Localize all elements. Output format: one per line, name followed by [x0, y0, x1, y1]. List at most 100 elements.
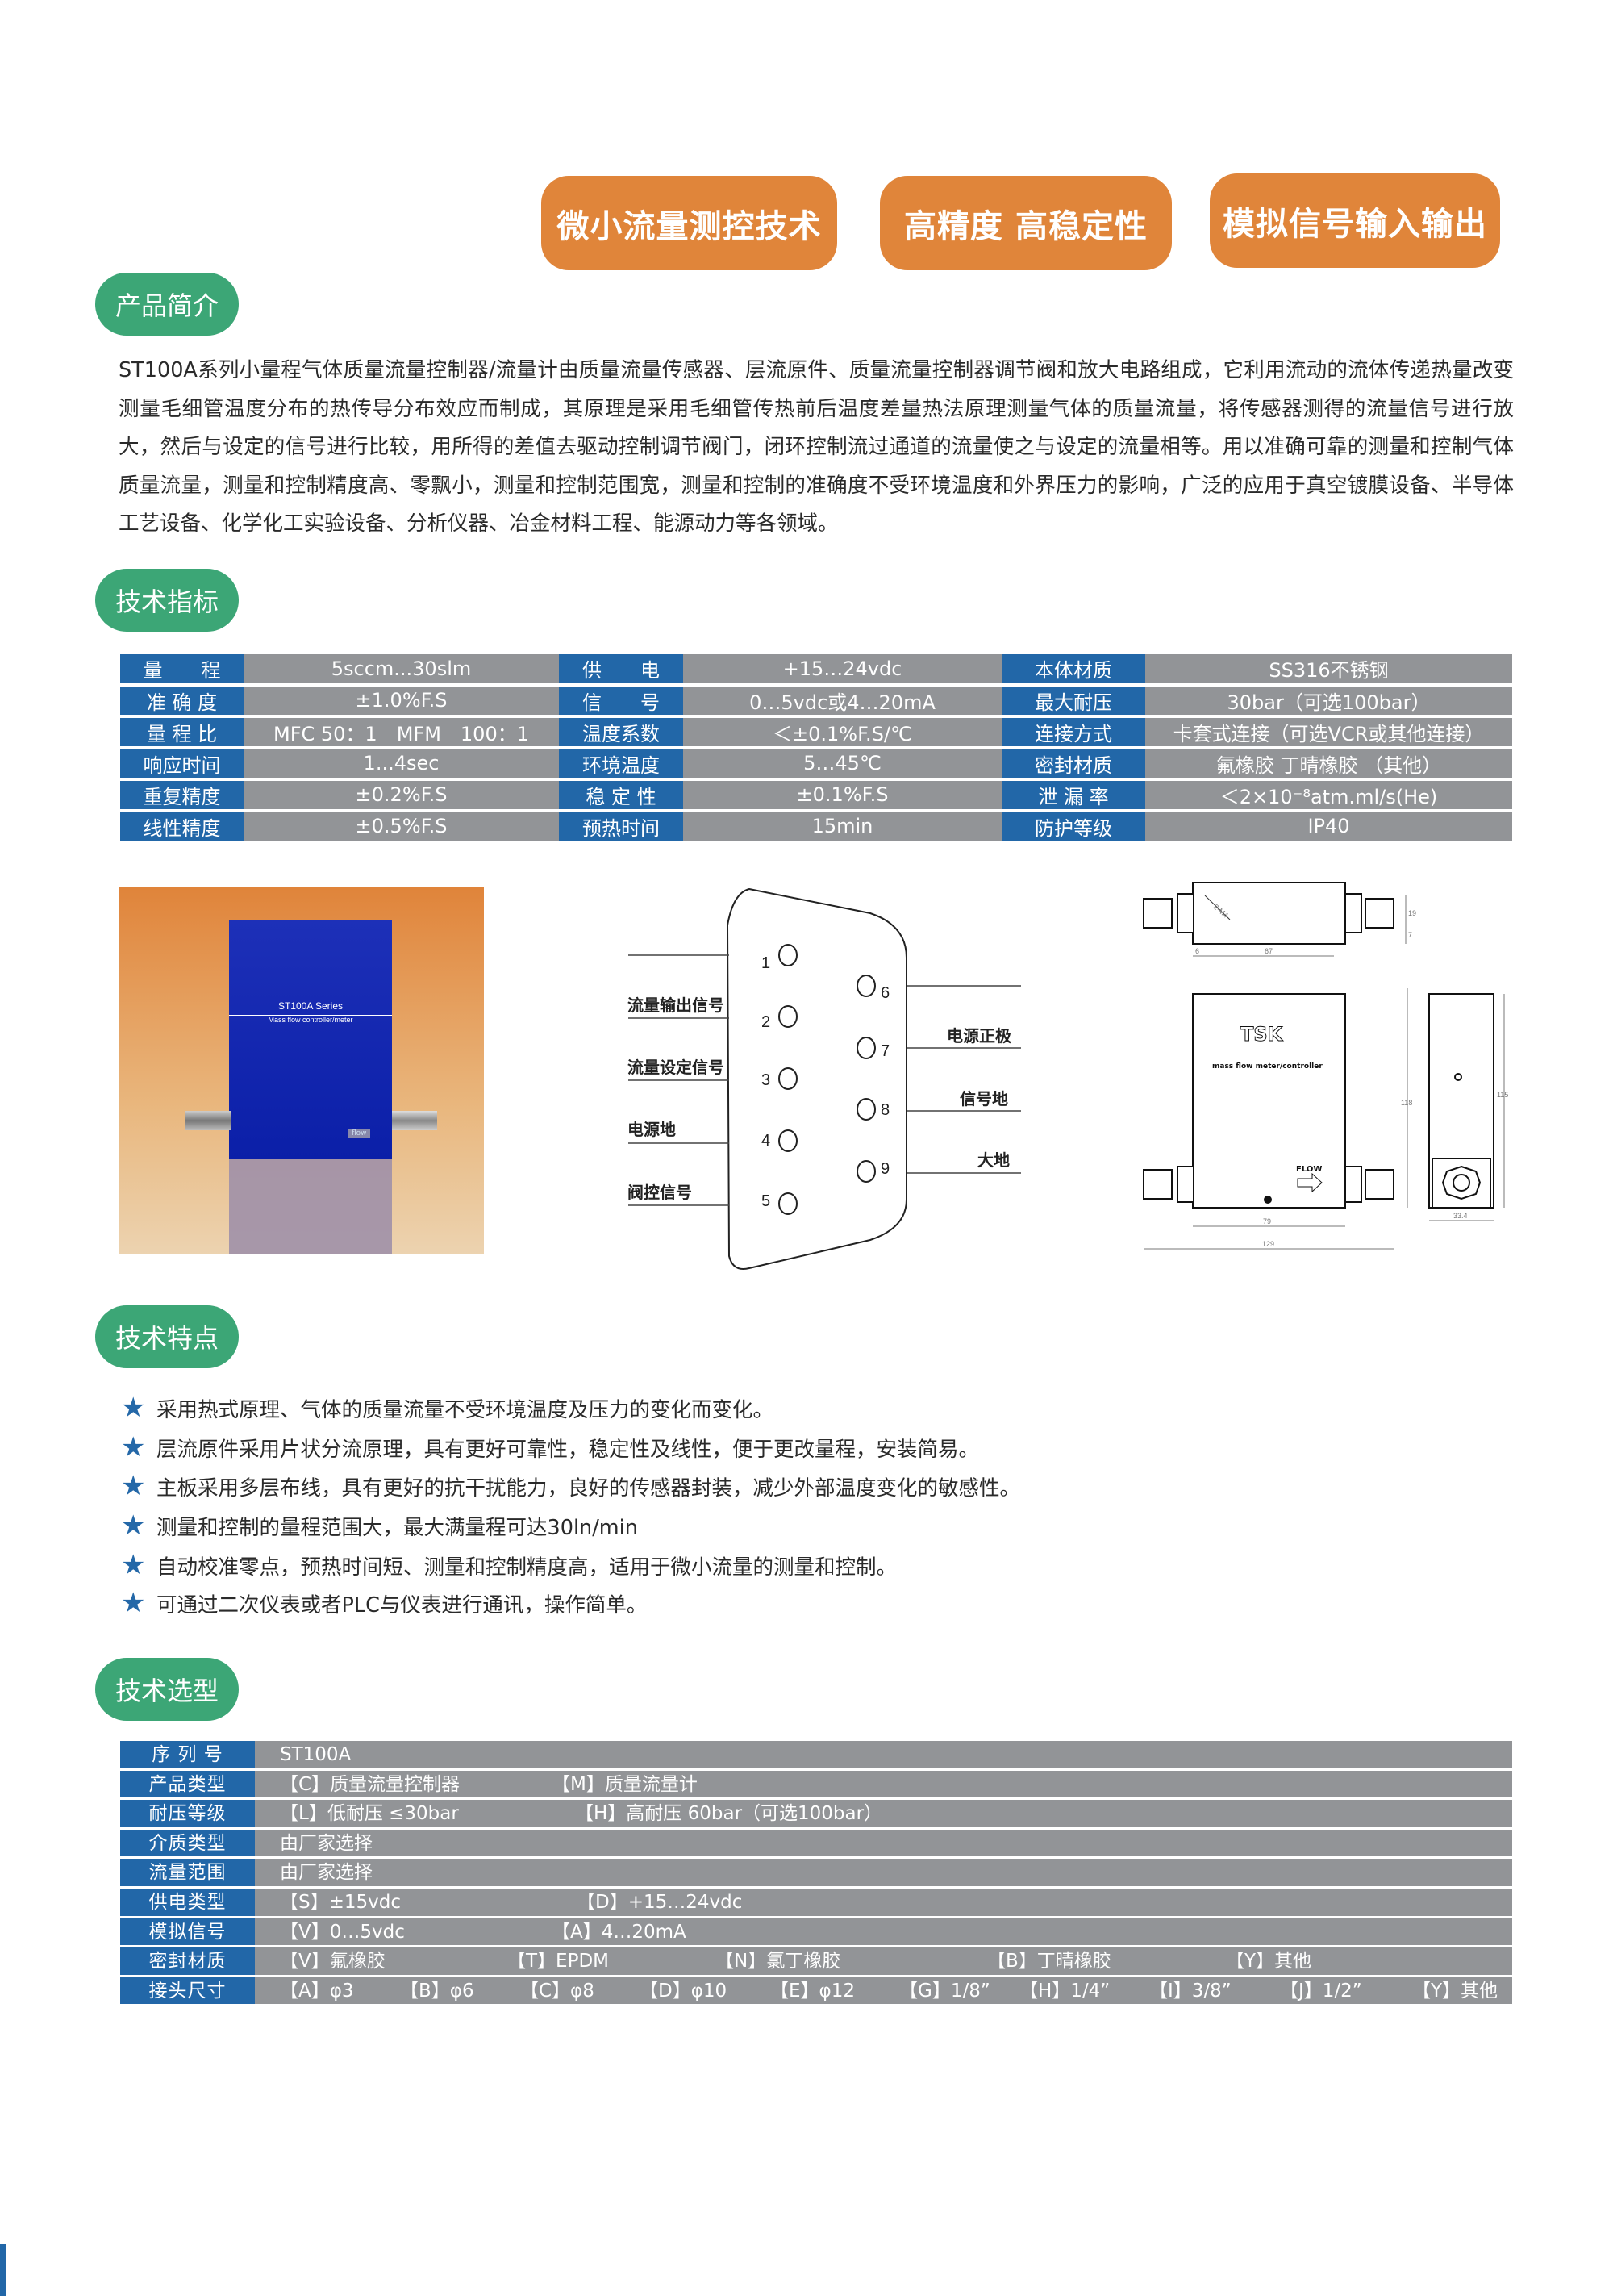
feature-text: 测量和控制的量程范围大，最大满量程可达30ln/min	[156, 1515, 638, 1540]
pin-label: 信号地	[960, 1089, 1008, 1108]
selection-option: ST100A	[280, 1744, 352, 1765]
pin-leads	[628, 954, 1021, 1206]
product-body	[229, 920, 392, 1159]
spec-value: 5sccm...30slm	[244, 654, 559, 687]
star-icon: ★	[121, 1431, 146, 1463]
spec-value: 氟橡胶 丁晴橡胶 （其他）	[1145, 747, 1512, 781]
selection-label: 密封材质	[120, 1947, 255, 1975]
dim-label: 67	[1265, 947, 1273, 955]
selection-label: 接头尺寸	[120, 1977, 255, 2005]
product-photo: ST100A Series Mass flow controller/meter…	[119, 887, 484, 1254]
fitting-left	[185, 1111, 231, 1130]
pin-label: 流量设定信号	[627, 1058, 724, 1077]
fitting-right	[392, 1111, 437, 1130]
star-icon: ★	[121, 1509, 146, 1542]
selection-option: 【D】φ10	[640, 1980, 727, 2002]
pin-label: 大地	[977, 1150, 1010, 1170]
feature-item: ★可通过二次仪表或者PLC与仪表进行通讯，操作简单。	[121, 1587, 647, 1619]
selection-option: 【D】+15…24vdc	[577, 1891, 743, 1913]
feature-item: ★ 测量和控制的量程范围大，最大满量程可达30ln/min	[121, 1509, 638, 1542]
selection-option: 【H】高耐压 60bar（可选100bar）	[575, 1803, 883, 1825]
feature-item: ★主板采用多层布线，具有更好的抗干扰能力，良好的传感器封装，减少外部温度变化的敏…	[121, 1470, 1020, 1502]
spec-value: ±0.5%F.S	[244, 810, 559, 844]
flow-arrow-icon	[1297, 1172, 1323, 1193]
spec-label: 准 确 度	[120, 684, 244, 718]
star-icon: ★	[121, 1392, 146, 1424]
spec-label: 环境温度	[559, 747, 683, 781]
drawing-flow-label: FLOW	[1296, 1165, 1322, 1174]
selection-row: 流量范围由厂家选择	[120, 1859, 1512, 1889]
selection-option: 【A】4…20mA	[552, 1921, 686, 1943]
selection-label: 供电类型	[120, 1888, 255, 1916]
star-icon: ★	[121, 1470, 146, 1502]
dimension-drawing: 2-M4 6 67 19 7 118 115 79 129 33.4 TSK m…	[1143, 882, 1508, 1250]
drawing-subtitle: mass flow meter/controller	[1212, 1062, 1323, 1071]
selection-option: 【J】1/2”	[1280, 1980, 1362, 2002]
selection-option: 【C】φ8	[520, 1980, 594, 2002]
selection-option: 【V】0…5vdc	[280, 1921, 405, 1943]
dim-label: 118	[1401, 1099, 1412, 1107]
selection-option: 【I】3/8”	[1149, 1980, 1232, 2002]
star-icon: ★	[121, 1549, 146, 1581]
spec-label: 本体材质	[1002, 654, 1145, 687]
selection-option: 【G】1/8”	[899, 1980, 990, 2002]
dim-label: 129	[1262, 1240, 1274, 1248]
pin-number: 6	[881, 984, 890, 1002]
photo-subtitle: Mass flow controller/meter	[229, 1015, 392, 1024]
pin-number: 5	[761, 1192, 770, 1210]
selection-option: 【Y】其他	[1412, 1980, 1498, 2002]
feature-item: ★ 自动校准零点，预热时间短、测量和控制精度高，适用于微小流量的测量和控制。	[121, 1549, 897, 1581]
selection-option: 【T】EPDM	[507, 1951, 610, 1972]
selection-option: 【B】φ6	[400, 1980, 474, 2002]
spec-value: ±0.2%F.S	[244, 779, 559, 812]
spec-value: IP40	[1145, 810, 1512, 844]
dim-label: 79	[1263, 1217, 1271, 1225]
pin-number: 8	[881, 1101, 890, 1119]
pin-holes	[778, 944, 876, 1215]
spec-label: 连接方式	[1002, 716, 1145, 749]
top-view-body	[1192, 882, 1346, 945]
pin-label: 电源正极	[947, 1026, 1012, 1046]
selection-row: 产品类型【C】质量流量控制器【M】质量流量计	[120, 1770, 1512, 1801]
selection-option: 【V】氟橡胶	[280, 1951, 386, 1972]
spec-label: 最大耐压	[1002, 684, 1145, 718]
spec-label: 泄 漏 率	[1002, 779, 1145, 812]
spec-value: ＜2×10⁻⁸atm.ml/s(He)	[1145, 779, 1512, 812]
dim-label: 7	[1408, 931, 1412, 939]
spec-value: +15…24vdc	[683, 654, 1002, 687]
selection-option: 【Y】其他	[1226, 1951, 1312, 1972]
spec-label: 预热时间	[559, 810, 683, 844]
selection-option: 【E】φ12	[770, 1980, 855, 2002]
selection-row: 供电类型【S】±15vdc【D】+15…24vdc	[120, 1888, 1512, 1918]
drawing-brand: TSK	[1240, 1023, 1284, 1046]
spec-value: ±0.1%F.S	[683, 779, 1002, 812]
spec-label: 信 号	[559, 684, 683, 718]
pinout-diagram: 1 2 3 4 5 6 7 8 9 流量输出信号 流量设定信号 电源地 阀控信号…	[627, 887, 1021, 1270]
spec-value: ＜±0.1%F.S/℃	[683, 716, 1002, 749]
selection-label: 模拟信号	[120, 1918, 255, 1946]
section-title-intro: 产品简介	[95, 273, 239, 336]
selection-option: 【L】低耐压 ≤30bar	[280, 1803, 459, 1825]
pin-number: 7	[881, 1042, 890, 1060]
star-icon: ★	[121, 1587, 146, 1619]
pin-label: 阀控信号	[627, 1183, 692, 1202]
page-edge-bar	[0, 2244, 6, 2296]
spec-label: 响应时间	[120, 747, 244, 781]
selection-row: 密封材质【V】氟橡胶【T】EPDM【N】氯丁橡胶【B】丁晴橡胶【Y】其他	[120, 1947, 1512, 1977]
highlight-badge: 高精度 高稳定性	[880, 176, 1172, 270]
section-title-selection: 技术选型	[95, 1658, 239, 1721]
spec-label: 重复精度	[120, 779, 244, 812]
spec-label: 供 电	[559, 654, 683, 687]
selection-option: 由厂家选择	[280, 1832, 373, 1854]
selection-row: 耐压等级【L】低耐压 ≤30bar【H】高耐压 60bar（可选100bar）	[120, 1800, 1512, 1830]
pin-label: 流量输出信号	[627, 996, 724, 1015]
feature-text: 自动校准零点，预热时间短、测量和控制精度高，适用于微小流量的测量和控制。	[156, 1555, 898, 1580]
dim-label: 115	[1497, 1091, 1508, 1099]
pin-number: 2	[761, 1013, 770, 1031]
dim-label: 33.4	[1453, 1212, 1468, 1220]
pin-number: 1	[761, 954, 770, 972]
